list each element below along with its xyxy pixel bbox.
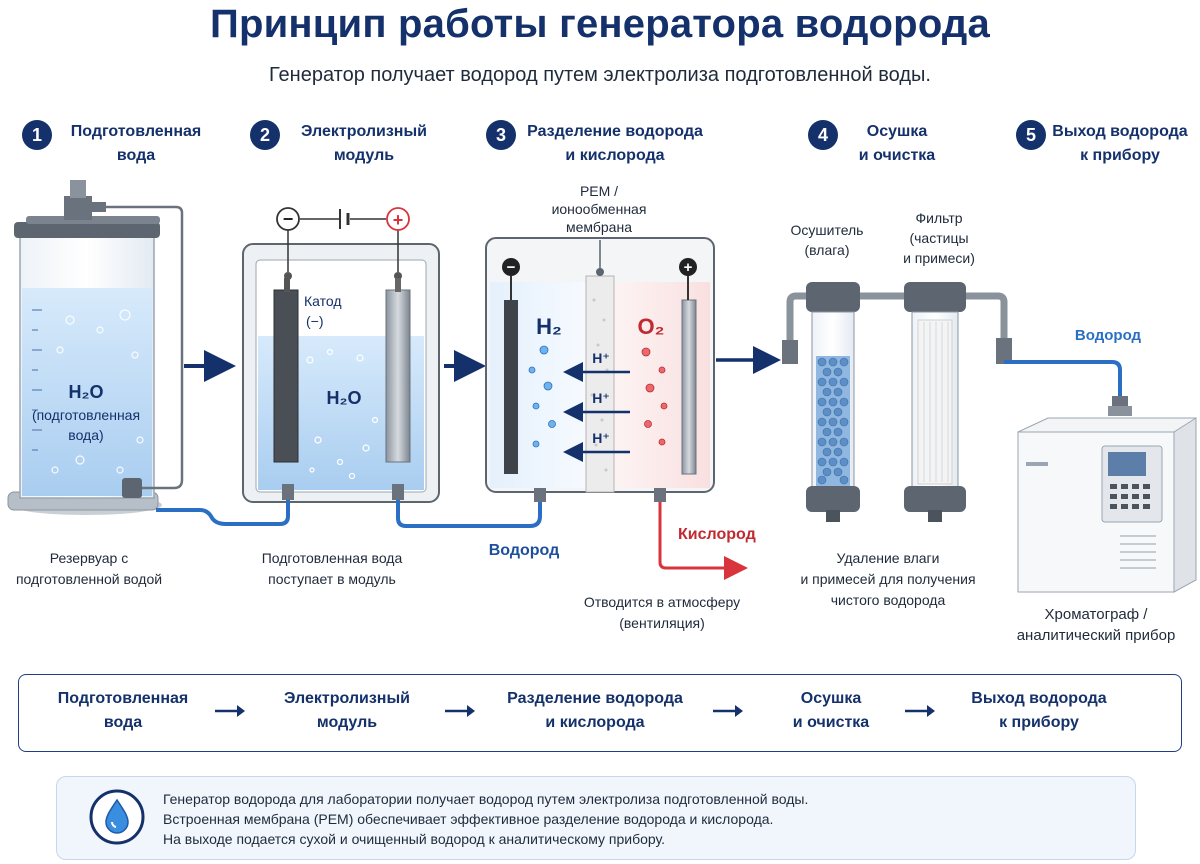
reservoir-water-label-2: вода) xyxy=(68,427,103,443)
page-title: Принцип работы генератора водорода xyxy=(210,2,990,46)
step-number: 4 xyxy=(808,120,838,150)
electrolysis-module: − + Катод (−) H₂O xyxy=(242,207,542,528)
output-hydrogen-label: Водород xyxy=(1075,327,1142,344)
dryer-label-2: (влага) xyxy=(805,242,850,258)
cathode-label-2: (−) xyxy=(306,313,324,329)
oxygen-label: Кислород xyxy=(678,526,756,543)
water-drop-icon xyxy=(89,789,145,845)
info-line-3: На выходе подается сухой и очищенный вод… xyxy=(163,831,666,847)
proton-label: H⁺ xyxy=(592,390,610,406)
reservoir-h2o-label: H₂O xyxy=(69,382,104,402)
chromatograph: Водород xyxy=(1004,327,1197,593)
flow-summary-arrow xyxy=(905,705,935,717)
cell-minus: − xyxy=(507,259,516,276)
cell-plus: + xyxy=(684,259,693,276)
flow-summary-arrow xyxy=(713,705,743,717)
cathode-label-1: Катод xyxy=(304,293,342,309)
filter-label-2: (частицы xyxy=(909,230,968,246)
step-number: 1 xyxy=(22,120,52,150)
dryer-label-1: Осушитель xyxy=(791,222,864,238)
flow-summary-arrow xyxy=(215,705,245,717)
info-panel: Генератор водорода для лаборатории получ… xyxy=(56,776,1136,860)
info-line-1: Генератор водорода для лаборатории получ… xyxy=(163,791,809,807)
proton-label: H⁺ xyxy=(592,350,610,366)
chromatograph-caption: Хроматограф /аналитический прибор xyxy=(1016,606,1176,644)
reservoir-water-label-1: (подготовленная xyxy=(32,407,140,423)
filter-label-3: и примеси) xyxy=(903,250,975,266)
plus-terminal: + xyxy=(393,210,404,230)
separation-cell: PEM / ионообменная мембрана − + H₂ O₂ H⁺… xyxy=(485,183,781,580)
h2-label: H₂ xyxy=(536,314,562,339)
filter-label-1: Фильтр xyxy=(915,210,962,226)
pem-label-2: ионообменная xyxy=(552,201,647,217)
dryer-and-filter: Осушитель (влага) Фильтр (частицы и прим… xyxy=(782,210,1012,522)
page-subtitle: Генератор получает водород путем электро… xyxy=(269,64,931,86)
step-number: 3 xyxy=(486,120,516,150)
step-number: 5 xyxy=(1016,120,1046,150)
pem-label-3: мембрана xyxy=(566,219,632,235)
o2-label: O₂ xyxy=(638,314,665,339)
reservoir: H₂O (подготовленная вода) xyxy=(7,180,262,526)
step-number: 2 xyxy=(250,120,280,150)
info-line-2: Встроенная мембрана (PEM) обеспечивает э… xyxy=(163,811,774,827)
flow-summary-arrow xyxy=(445,705,475,717)
proton-label: H⁺ xyxy=(592,430,610,446)
module-h2o-label: H₂O xyxy=(327,388,362,408)
vent-caption: Отводится в атмосферу(вентиляция) xyxy=(583,594,741,631)
pem-label-1: PEM / xyxy=(580,183,618,199)
hydrogen-flow-label: Водород xyxy=(488,542,560,559)
minus-terminal: − xyxy=(283,209,294,229)
